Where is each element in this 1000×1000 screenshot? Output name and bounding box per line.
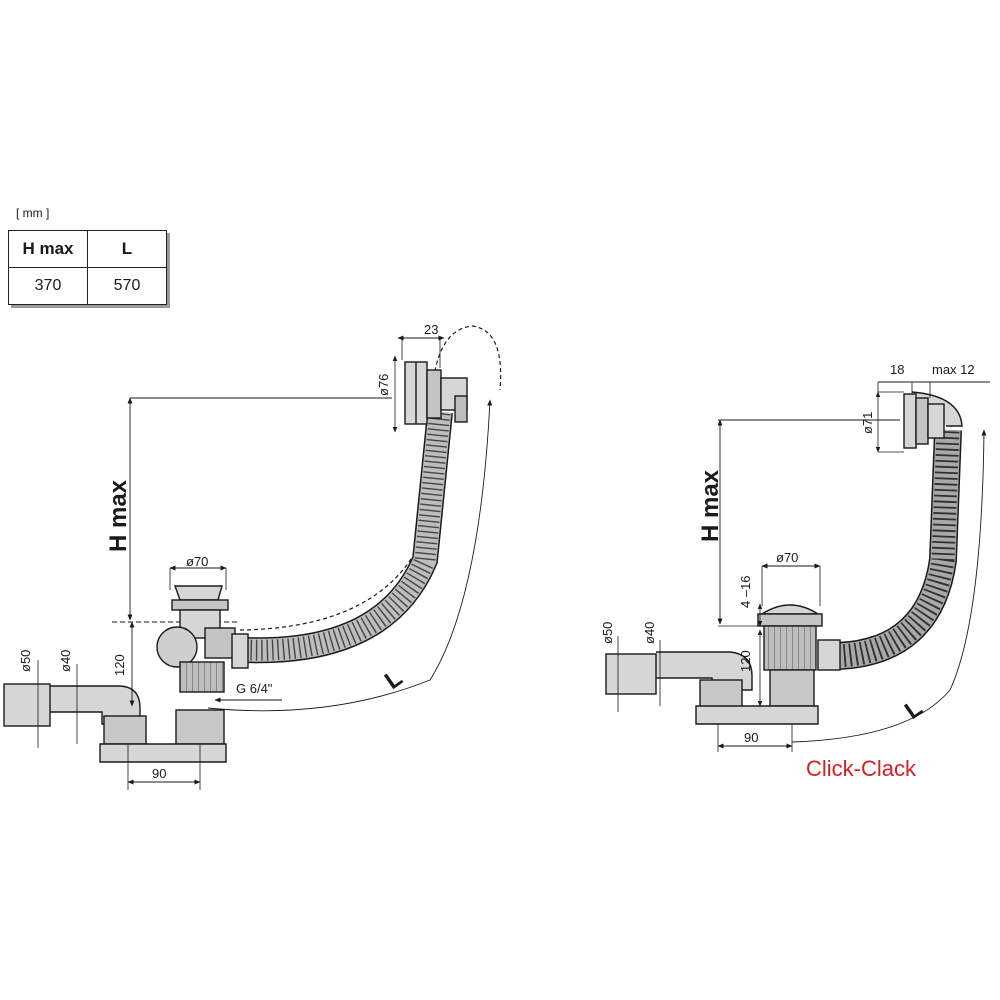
- right-stopper-travel: 4 –16: [738, 575, 753, 608]
- left-overflow-diameter: ø76: [376, 374, 391, 396]
- units-label: [ mm ]: [16, 206, 50, 220]
- right-overflow-depth: 18: [890, 362, 904, 377]
- left-drain-assembly: [3, 325, 502, 790]
- right-drain-diameter: ø70: [776, 550, 798, 565]
- right-pipe-inner: ø40: [642, 622, 657, 644]
- left-thread-label: G 6/4": [236, 681, 273, 696]
- table-header-row: H max L: [8, 230, 167, 268]
- left-height-label: H max: [105, 479, 132, 552]
- right-base-width: 90: [744, 730, 758, 745]
- left-base-width: 90: [152, 766, 166, 781]
- right-overflow-diameter: ø71: [860, 412, 875, 434]
- table-row: 370 570: [8, 267, 167, 305]
- left-pipe-outer: ø50: [18, 650, 33, 672]
- left-drain-diameter: ø70: [186, 554, 208, 569]
- right-pipe-outer: ø50: [600, 622, 615, 644]
- dimensions-table: H max L 370 570: [8, 230, 167, 305]
- click-clack-label: Click-Clack: [806, 756, 917, 781]
- right-overflow-max: max 12: [932, 362, 975, 377]
- left-length-label: L: [380, 664, 408, 695]
- table-header-l: L: [87, 230, 167, 268]
- right-drain-assembly: [605, 381, 990, 752]
- table-value-l: 570: [87, 267, 167, 305]
- table-header-hmax: H max: [8, 230, 88, 268]
- right-height-label: H max: [697, 469, 724, 542]
- table-value-hmax: 370: [8, 267, 88, 305]
- right-length-label: L: [900, 694, 928, 725]
- right-drain-height: 120: [738, 650, 753, 672]
- left-drain-height: 120: [112, 654, 127, 676]
- left-pipe-inner: ø40: [58, 650, 73, 672]
- left-overflow-depth: 23: [424, 322, 438, 337]
